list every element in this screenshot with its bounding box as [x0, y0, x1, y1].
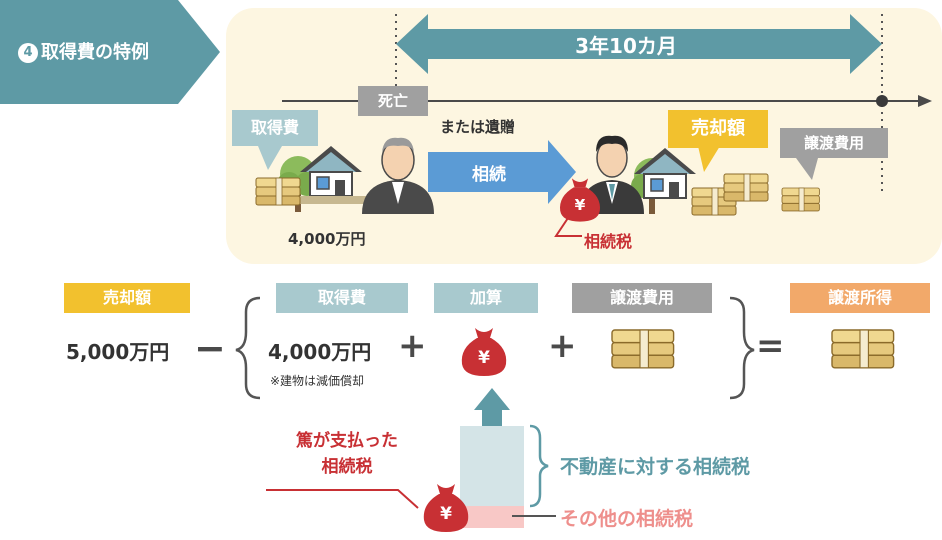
period-arrow — [396, 14, 882, 74]
money-stack-icon — [611, 329, 675, 369]
formula-transfer-cost-label: 譲渡費用 — [572, 283, 712, 313]
transfer-cost-callout: 譲渡費用 — [780, 128, 888, 158]
time-axis-arrowhead — [918, 95, 932, 107]
paid-tax-label: 篤が支払った 相続税 — [282, 428, 412, 480]
formula-plus-2: + — [548, 326, 577, 366]
other-tax-bar — [460, 506, 524, 528]
section-title-text: 取得費の特例 — [41, 42, 149, 63]
period-label: 3年10カ月 — [575, 34, 677, 58]
right-brace — [729, 296, 755, 400]
bequest-label: または遺贈 — [440, 118, 516, 136]
formula-acquisition-cost-label: 取得費 — [276, 283, 408, 313]
formula-transfer-income-label: 譲渡所得 — [790, 283, 930, 313]
transfer-callout-tail — [796, 158, 818, 180]
formula-addition-label: 加算 — [434, 283, 538, 313]
up-arrow — [474, 388, 510, 432]
formula-sale-price-label: 売却額 — [64, 283, 190, 313]
real-estate-tax-bar — [460, 426, 524, 506]
formula-acquisition-note: ※建物は減価償却 — [270, 374, 365, 388]
title-banner — [0, 0, 220, 104]
ground — [292, 196, 372, 204]
inheritance-tax-label: 相続税 — [584, 232, 633, 251]
real-estate-brace — [529, 424, 549, 508]
sale-point-marker — [876, 95, 888, 107]
acquisition-cost-callout: 取得費 — [232, 110, 318, 146]
section-number: 4 — [18, 43, 38, 63]
formula-minus: − — [194, 326, 226, 370]
acquisition-amount: 4,000万円 — [288, 230, 366, 248]
paid-tax-label-line1: 篤が支払った — [296, 431, 398, 451]
death-label: 死亡 — [358, 86, 428, 116]
formula-acquisition-value: 4,000万円 — [268, 340, 372, 364]
tax-pointer-line — [554, 217, 582, 237]
real-estate-tax-label: 不動産に対する相続税 — [560, 456, 751, 478]
formula-equals: = — [756, 326, 785, 366]
paid-tax-label-line2: 相続税 — [321, 457, 373, 477]
paid-tax-pointer — [266, 489, 419, 509]
other-tax-label: その他の相続税 — [560, 508, 694, 530]
inheritance-arrow — [428, 140, 576, 204]
left-brace — [235, 296, 261, 400]
elderly-man-icon — [362, 137, 434, 214]
formula-plus-1: + — [398, 326, 427, 366]
formula-sale-price-value: 5,000万円 — [66, 340, 170, 364]
sale-callout-tail — [698, 146, 720, 172]
acquisition-callout-tail — [258, 146, 282, 170]
yen-bag-icon — [461, 328, 507, 376]
inheritance-label: 相続 — [472, 165, 506, 185]
sale-price-callout: 売却額 — [668, 110, 768, 148]
money-stack-icon — [831, 329, 895, 369]
